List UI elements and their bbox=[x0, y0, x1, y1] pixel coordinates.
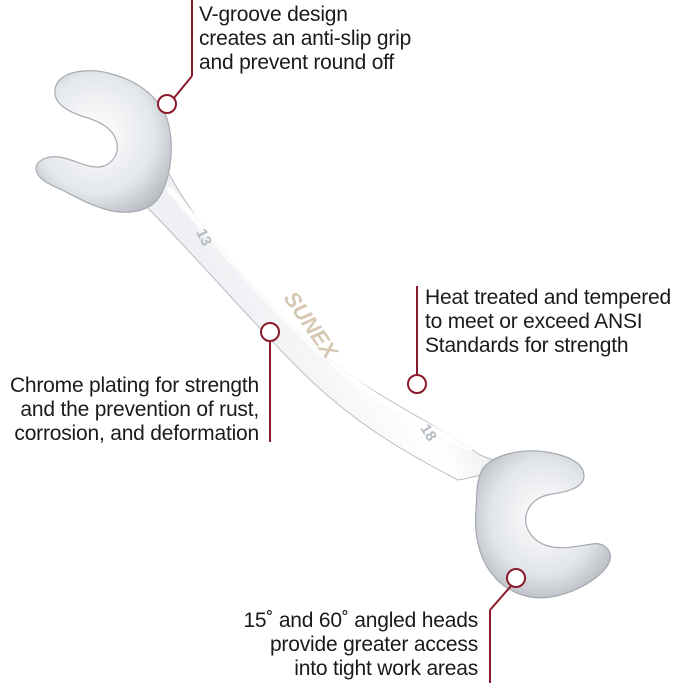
callout-angled-line-2: provide greater access bbox=[269, 633, 478, 656]
callout-angled-line-1: 15˚ and 60˚ angled heads bbox=[243, 609, 478, 632]
callout-heat-line-2: to meet or exceed ANSI bbox=[425, 310, 643, 333]
leader-dot-heat bbox=[407, 374, 427, 394]
leader-dot-angled bbox=[506, 568, 526, 588]
callout-heat-line-1: Heat treated and tempered bbox=[425, 286, 671, 309]
callout-chrome-line-3: corrosion, and deformation bbox=[14, 422, 259, 445]
size-mark-upper: 13 bbox=[192, 226, 215, 248]
callout-vgroove-line-2: creates an anti-slip grip bbox=[199, 27, 412, 50]
callout-heat-treated: Heat treated and tempered to meet or exc… bbox=[425, 286, 671, 358]
callout-chrome: Chrome plating for strength and the prev… bbox=[0, 374, 259, 446]
leader-dot-vgroove bbox=[157, 94, 177, 114]
callout-chrome-line-1: Chrome plating for strength bbox=[9, 374, 259, 397]
size-mark-lower: 18 bbox=[417, 421, 440, 444]
callout-angled-line-3: into tight work areas bbox=[294, 657, 478, 680]
wrench-head-upper bbox=[35, 70, 172, 213]
leader-line-angled-diag bbox=[489, 585, 512, 611]
callout-heat-line-3: Standards for strength bbox=[425, 334, 629, 357]
wrench-head-lower bbox=[474, 450, 611, 599]
callout-angled-heads: 15˚ and 60˚ angled heads provide greater… bbox=[210, 609, 478, 681]
leader-dot-chrome bbox=[260, 322, 280, 342]
callout-vgroove: V-groove design creates an anti-slip gri… bbox=[199, 3, 411, 75]
leader-line-vgroove-diag bbox=[173, 75, 193, 99]
callout-vgroove-line-1: V-groove design bbox=[199, 3, 348, 26]
shaft-highlight bbox=[167, 187, 473, 451]
callout-vgroove-line-3: and prevent round off bbox=[199, 51, 395, 74]
callout-chrome-line-2: and the prevention of rust, bbox=[20, 398, 259, 421]
